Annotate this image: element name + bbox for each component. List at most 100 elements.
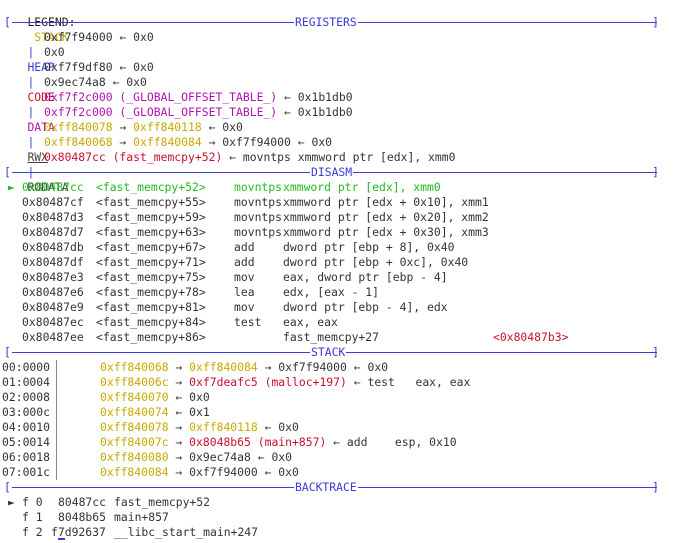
stack-value: 0xff840118 [189,420,258,434]
stack-divider [56,450,57,465]
register-value: → [112,120,134,134]
stack-value: 0x8048b65 (main+857) [189,435,327,449]
stack-divider [56,390,57,405]
backtrace-header: [ BACKTRACE ] [4,480,659,494]
stack-value: → [168,360,190,374]
register-row: 0xff840078 → 0xff840118 ← 0x0 [0,120,691,135]
stack-value: → 0xf7f94000 ← 0x0 [168,465,299,479]
legend-rodata: RODATA [27,180,69,194]
disasm-symbol: <fast_memcpy+63> [96,225,206,239]
backtrace-address: 80487cc [58,495,107,509]
stack-value: 0xff84006c [100,375,169,389]
current-frame-marker-icon: ► [8,495,15,509]
stack-value: → 0x9ec74a8 ← 0x0 [168,450,293,464]
stack-value: 0xff840084 [100,465,169,479]
disasm-mnemonic: test [234,315,262,329]
stack-offset: 02:0008 [2,390,51,404]
stack-value: → 0xf7f94000 ← 0x0 [257,360,389,374]
disasm-mnemonic: add [234,240,255,254]
disasm-mnemonic: movntps [234,180,283,194]
register-value: 0xff840078 [44,120,113,134]
stack-panel: 00:0000 0xff840068 → 0xff840084 → 0xf7f94… [0,360,691,480]
stack-offset: 04:0010 [2,420,51,434]
stack-header: [ STACK ] [4,345,659,359]
disasm-operands: dword ptr [ebp + 0xc], 0x40 [283,255,469,269]
text-cursor [58,538,65,540]
disasm-address: 0x80487e3 [22,270,84,284]
backtrace-title: BACKTRACE [294,480,358,494]
stack-value: ← 0x1 [168,405,210,419]
stack-divider [56,435,57,450]
stack-entry: 0xff840070 ← 0x0 [100,390,210,405]
register-value: ← movntps xmmword ptr [edx], xmm0 [222,150,456,164]
disasm-address: 0x80487df [22,255,84,269]
register-row: 0xf7f94000 ← 0x0 [0,30,691,45]
registers-header: [ REGISTERS ] [4,15,659,29]
backtrace-symbol: main+857 [114,510,169,524]
disasm-operands: dword ptr [ebp + 8], 0x40 [283,240,455,254]
stack-value: ← 0x0 [257,420,299,434]
disasm-mnemonic: mov [234,270,255,284]
disasm-symbol: <fast_memcpy+67> [96,240,206,254]
disasm-operands: xmmword ptr [edx + 0x20], xmm2 [283,210,489,224]
disasm-operands: eax, eax [283,315,338,329]
register-row: 0x0 [0,45,691,60]
stack-entry: 0xff84006c → 0xf7deafc5 (malloc+197) ← t… [100,375,470,390]
stack-divider [56,420,57,435]
stack-value: 0xff840078 [100,420,169,434]
stack-divider [56,405,57,420]
disasm-address: 0x80487d7 [22,225,84,239]
legend-code: CODE [27,90,55,104]
disasm-mnemonic: mov [234,300,255,314]
backtrace-address: 8048b65 [58,510,107,524]
register-value: 0xf7f9df80 ← 0x0 [44,60,154,74]
register-value: 0xff840084 [133,135,202,149]
register-value: 0xf7f94000 ← 0x0 [44,30,154,44]
stack-value: ← add esp, 0x10 [326,435,457,449]
stack-entry: 0xff840074 ← 0x1 [100,405,210,420]
stack-row: 01:0004 0xff84006c → 0xf7deafc5 (malloc+1… [0,375,691,390]
stack-row: 00:0000 0xff840068 → 0xff840084 → 0xf7f94… [0,360,691,375]
backtrace-frame: f 2 [22,525,43,539]
stack-divider [56,375,57,390]
disasm-operands: xmmword ptr [edx + 0x30], xmm3 [283,225,489,239]
register-value: 0xf7f2c000 (_GLOBAL_OFFSET_TABLE_) [44,90,278,104]
disasm-mnemonic: movntps [234,225,283,239]
stack-title: STACK [310,345,347,359]
stack-offset: 05:0014 [2,435,51,449]
disasm-title: DISASM [310,165,354,179]
stack-offset: 06:0018 [2,450,51,464]
stack-offset: 00:0000 [2,360,51,374]
disasm-branch-target: <0x80487b3> [493,330,569,344]
stack-entry: 0xff840078 → 0xff840118 ← 0x0 [100,420,299,435]
stack-offset: 01:0004 [2,375,51,389]
stack-row: 07:001c 0xff840084 → 0xf7f94000 ← 0x0 [0,465,691,480]
register-row: 0xf7f2c000 (_GLOBAL_OFFSET_TABLE_) ← 0x1… [0,90,691,105]
stack-offset: 07:001c [2,465,51,479]
stack-value: 0xff840068 [100,360,169,374]
disasm-symbol: <fast_memcpy+55> [96,195,206,209]
stack-entry: 0xff840068 → 0xff840084 → 0xf7f94000 ← 0… [100,360,388,375]
registers-title: REGISTERS [294,15,358,29]
register-row: 0x80487cc (fast_memcpy+52) ← movntps xmm… [0,150,691,165]
disasm-symbol: <fast_memcpy+59> [96,210,206,224]
disasm-row: 0x80487ee<fast_memcpy+86>fast_memcpy+27<… [0,330,691,345]
stack-value: 0xff84007c [100,435,169,449]
register-value: 0xff840118 [133,120,202,134]
disasm-symbol: <fast_memcpy+71> [96,255,206,269]
legend-data: DATA [27,120,55,134]
